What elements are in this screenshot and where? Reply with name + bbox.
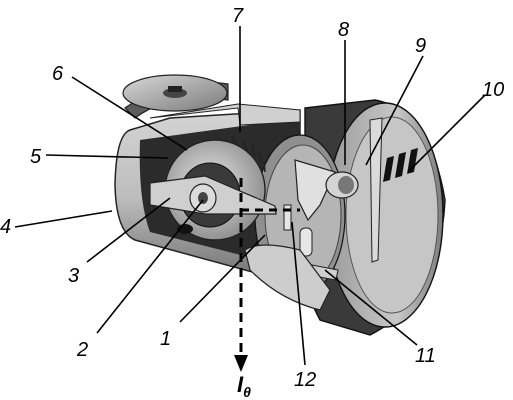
leader-line-9 — [365, 55, 424, 166]
callout-12: 12 — [294, 369, 316, 391]
end-cap-slots — [383, 148, 418, 182]
callout-9: 9 — [415, 35, 426, 57]
callout-4: 4 — [0, 216, 11, 238]
top-knob — [122, 74, 229, 119]
leader-line-1 — [179, 234, 266, 323]
leader-line-5 — [45, 154, 169, 159]
leader-line-6 — [71, 76, 188, 151]
callout-11: 11 — [415, 345, 436, 367]
leader-line-10 — [407, 94, 486, 173]
end-cap — [304, 99, 446, 336]
current-axis-arrowhead — [234, 355, 248, 372]
leader-line-3 — [86, 197, 171, 263]
leader-line-4 — [14, 210, 113, 228]
current-axis-label: Iθ — [237, 372, 251, 400]
callout-8: 8 — [338, 19, 349, 41]
cam-bracket — [294, 159, 359, 222]
callout-3: 3 — [68, 265, 79, 287]
contact-spring — [369, 117, 383, 263]
leader-line-11 — [324, 269, 418, 346]
callout-2: 2 — [76, 339, 88, 361]
current-axis: Iθ — [234, 178, 300, 400]
callout-7: 7 — [232, 5, 244, 27]
callout-numbers: 1 2 3 4 5 6 7 8 9 10 11 12 — [0, 5, 504, 391]
callout-5: 5 — [30, 146, 42, 168]
leader-line-2 — [96, 199, 204, 334]
mounting-lug — [244, 244, 331, 311]
callout-10: 10 — [482, 79, 504, 101]
device-illustration — [114, 74, 446, 336]
leader-line-12 — [291, 221, 306, 366]
top-plate — [149, 103, 301, 126]
drive-lever — [149, 175, 277, 234]
callout-1: 1 — [160, 328, 171, 350]
pin-post — [283, 204, 292, 231]
leader-lines — [14, 26, 486, 366]
callout-6: 6 — [52, 63, 64, 85]
